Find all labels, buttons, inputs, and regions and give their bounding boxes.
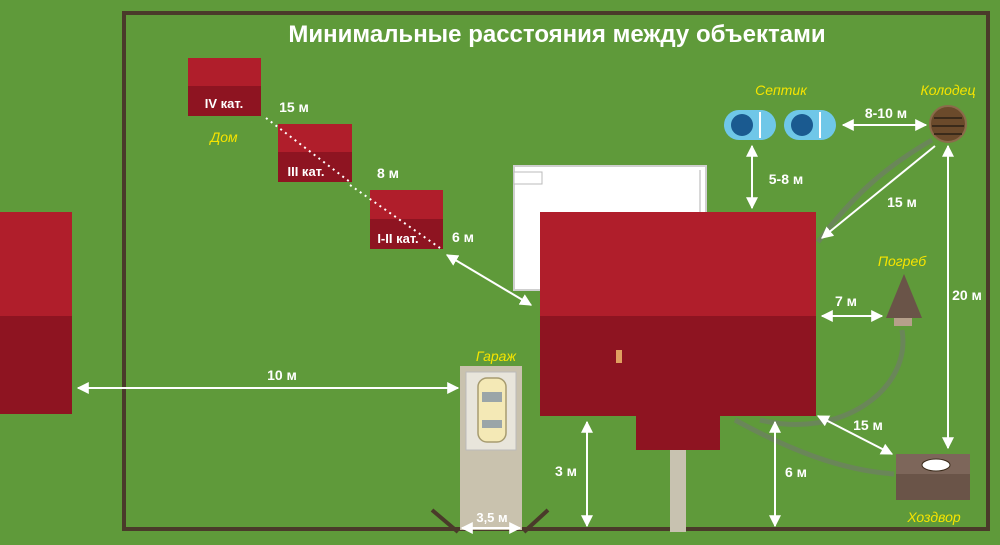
house-cat4-label: IV кат. [205,96,243,111]
car-icon [477,377,507,443]
dotted-line-cat3-cat12 [349,184,441,249]
house-cat3-label: III кат. [287,164,324,179]
septic-tank-2 [784,110,836,140]
septic-tank-1 [724,110,776,140]
distance-well-outbuilding: 20 м [952,287,982,303]
arrow-well-house [821,145,936,239]
footpath [670,450,686,532]
gate-right-icon [522,508,550,534]
house-cat4: IV кат. [188,58,261,116]
distance-cat4-cat3: 15 м [279,99,309,115]
distance-outbuilding-house: 15 м [853,417,883,433]
house-cat3: III кат. [278,124,352,182]
distance-house-corner-fence: 6 м [785,464,807,480]
outbuilding-caption: Хоздвор [906,509,961,525]
well-icon [929,105,967,143]
house-cat12: I-II кат. [370,190,443,249]
cellar-house-path [759,329,906,427]
outbuilding-house-path [733,417,895,477]
gate-left-icon [430,508,460,534]
distance-cellar-house: 7 м [835,293,857,309]
well-caption: Колодец [921,82,976,98]
distance-septic-house: 5-8 м [769,171,803,187]
distance-house-fence: 3 м [555,463,577,479]
diagram-title: Минимальные расстояния между объектами [288,21,825,48]
house-caption: Дом [208,129,238,145]
outbuilding-icon [896,454,970,500]
septic-caption: Септик [755,82,808,98]
house-cat12-label: I-II кат. [377,231,418,246]
cellar-caption: Погреб [878,253,927,269]
distance-well-house: 15 м [887,194,917,210]
gate-width-label: 3,5 м [476,510,507,525]
neighbor-house [0,212,72,414]
garage-caption: Гараж [476,348,518,364]
main-house [540,212,816,450]
distance-septic-well: 8-10 м [865,105,907,121]
chimney-icon [616,350,622,363]
cellar-icon [886,274,922,326]
distance-cat12-house: 6 м [452,229,474,245]
arrow-cat12-house [445,254,533,306]
distance-neighbor-garage: 10 м [267,367,297,383]
plot-boundary [122,11,990,531]
distance-cat3-cat12: 8 м [377,165,399,181]
arrow-outbuilding-house [816,415,894,455]
